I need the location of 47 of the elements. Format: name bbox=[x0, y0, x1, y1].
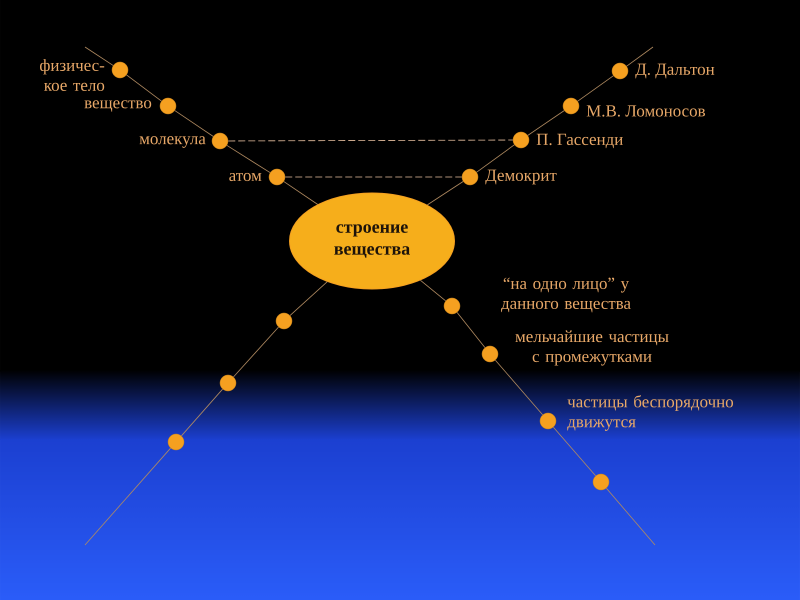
node-caption: вещество bbox=[84, 100, 152, 112]
branch-line bbox=[290, 281, 328, 316]
branch-line bbox=[84, 46, 114, 66]
node-caption: молекула bbox=[140, 136, 206, 148]
dot bbox=[462, 168, 478, 186]
node-caption: физичес- кое тело bbox=[40, 59, 104, 91]
dot bbox=[612, 62, 628, 80]
branch-line bbox=[476, 144, 515, 173]
dashed-line bbox=[284, 176, 462, 178]
branch-line bbox=[495, 360, 543, 416]
dot bbox=[160, 98, 176, 114]
branch-line bbox=[553, 426, 596, 476]
branch-line bbox=[426, 181, 464, 206]
dot bbox=[592, 474, 610, 490]
branch-line bbox=[283, 181, 318, 205]
node-caption: атом bbox=[229, 172, 262, 182]
branch-line bbox=[181, 388, 223, 436]
node-caption: Д. Дальтон bbox=[635, 64, 714, 78]
dot bbox=[112, 62, 128, 78]
dot bbox=[482, 346, 498, 362]
branch-line bbox=[420, 280, 446, 302]
branch-line bbox=[226, 145, 270, 173]
node-caption: Демокрит bbox=[485, 170, 557, 184]
dot bbox=[212, 132, 228, 150]
dot bbox=[220, 374, 236, 392]
branch-line bbox=[456, 312, 486, 348]
node-caption: частицы беспорядочно движутся bbox=[567, 395, 734, 431]
dashed-line bbox=[228, 140, 514, 142]
node-caption: П. Гассенди bbox=[536, 134, 623, 148]
node-caption: М.В. Ломоносов bbox=[586, 105, 705, 117]
branch-line bbox=[126, 74, 162, 102]
node-caption: мельчайшие частицы с промежутками bbox=[515, 330, 669, 366]
dot bbox=[276, 312, 292, 330]
branch-line bbox=[606, 488, 656, 546]
branch-line bbox=[174, 110, 214, 137]
branch-line bbox=[233, 326, 279, 378]
branch-line bbox=[84, 448, 171, 546]
dot bbox=[540, 412, 556, 430]
node-caption: “на одно лицо” у данного вещества bbox=[501, 278, 631, 312]
branch-line bbox=[527, 110, 565, 136]
dot bbox=[268, 168, 286, 186]
dot bbox=[168, 434, 184, 450]
branch-line bbox=[577, 75, 614, 102]
branch-line bbox=[626, 46, 654, 67]
dot bbox=[444, 298, 460, 314]
dot bbox=[512, 132, 530, 148]
dot bbox=[562, 98, 580, 114]
